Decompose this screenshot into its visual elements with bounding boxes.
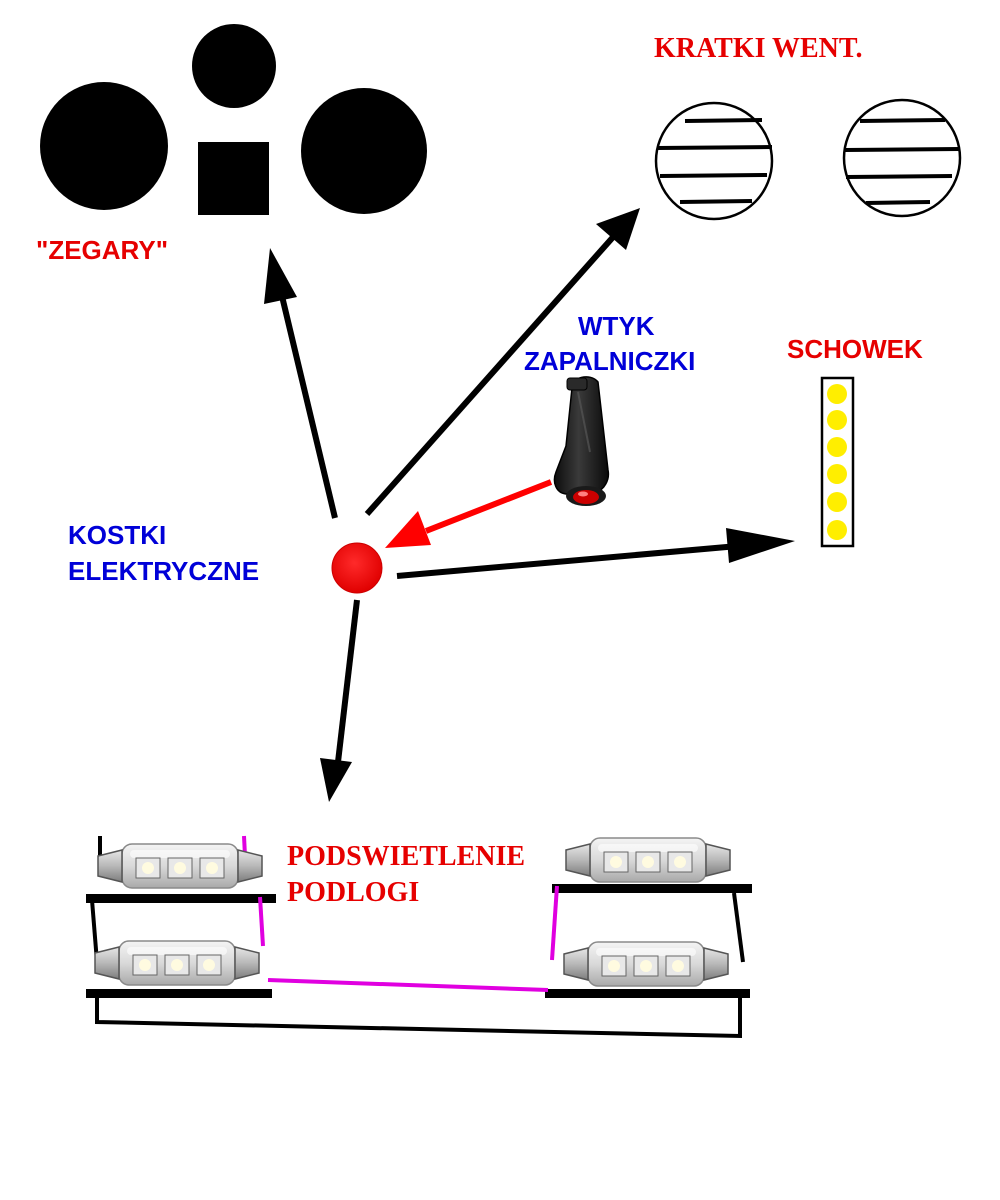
glovebox-led-2 [827,410,847,430]
label-kratki-went: KRATKI WENT. [654,33,862,64]
label-wtyk-line2: ZAPALNICZKI [524,346,695,376]
festoon-led-bulb-icon-1 [97,843,263,889]
floor-lighting-circuit [86,835,752,1039]
label-podswietlenie-line2: PODLOGI [287,877,419,908]
label-wtyk-line1: WTYK [578,311,655,341]
arrow-to-schowek [396,528,795,579]
glovebox-led-5 [827,492,847,512]
glovebox-led-1 [827,384,847,404]
gauge-cluster-icon [40,24,427,215]
festoon-led-bulb-icon-2 [94,940,260,986]
label-podswietlenie-line1: PODSWIETLENIE [287,841,525,872]
label-zegary: "ZEGARY" [36,235,168,265]
glovebox-led-4 [827,464,847,484]
glovebox-led-strip-icon [820,376,855,548]
vent-grille-right-icon [842,98,962,218]
arrow-to-kratki [364,208,640,516]
festoon-led-bulb-icon-4 [563,941,729,987]
arrow-to-podswietlenie [320,599,360,802]
connection-arrows [264,208,795,802]
vent-grille-left-icon [654,101,774,221]
label-kostki-line2: ELEKTRYCZNE [68,556,259,586]
label-schowek: SCHOWEK [787,334,923,364]
glovebox-led-6 [827,520,847,540]
arrow-to-zegary [264,248,338,519]
arrow-from-lighter [385,479,553,548]
magenta-wires [242,835,559,992]
label-kostki-line1: KOSTKI [68,520,166,550]
festoon-led-bulb-icon-3 [565,837,731,883]
glovebox-led-3 [827,437,847,457]
junction-dot-icon [331,542,383,594]
cigarette-lighter-plug-icon [553,376,610,506]
